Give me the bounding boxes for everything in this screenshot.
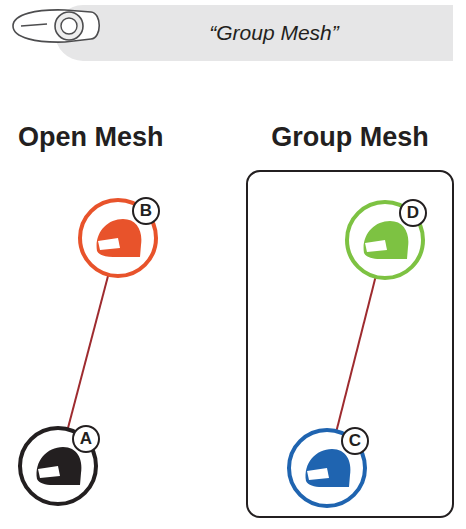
mode-title: Open Mesh — [18, 122, 164, 153]
mesh-link — [337, 278, 376, 430]
rider-helmet-circle: C — [286, 427, 368, 509]
rider-letter: C — [341, 427, 369, 455]
mesh-link — [68, 276, 108, 429]
group-frame: Group MeshDC — [246, 170, 454, 518]
rider-letter: D — [399, 199, 427, 227]
rider-letter: B — [132, 197, 160, 225]
voice-command-banner: “Group Mesh” — [55, 5, 453, 61]
rider-helmet-circle: B — [77, 197, 159, 279]
headset-icon — [7, 2, 107, 52]
rider-letter: A — [72, 425, 100, 453]
rider-helmet-circle: D — [344, 199, 426, 281]
group-heading: Group Mesh — [271, 122, 429, 153]
command-text: “Group Mesh” — [169, 21, 339, 45]
rider-helmet-circle: A — [17, 425, 99, 507]
